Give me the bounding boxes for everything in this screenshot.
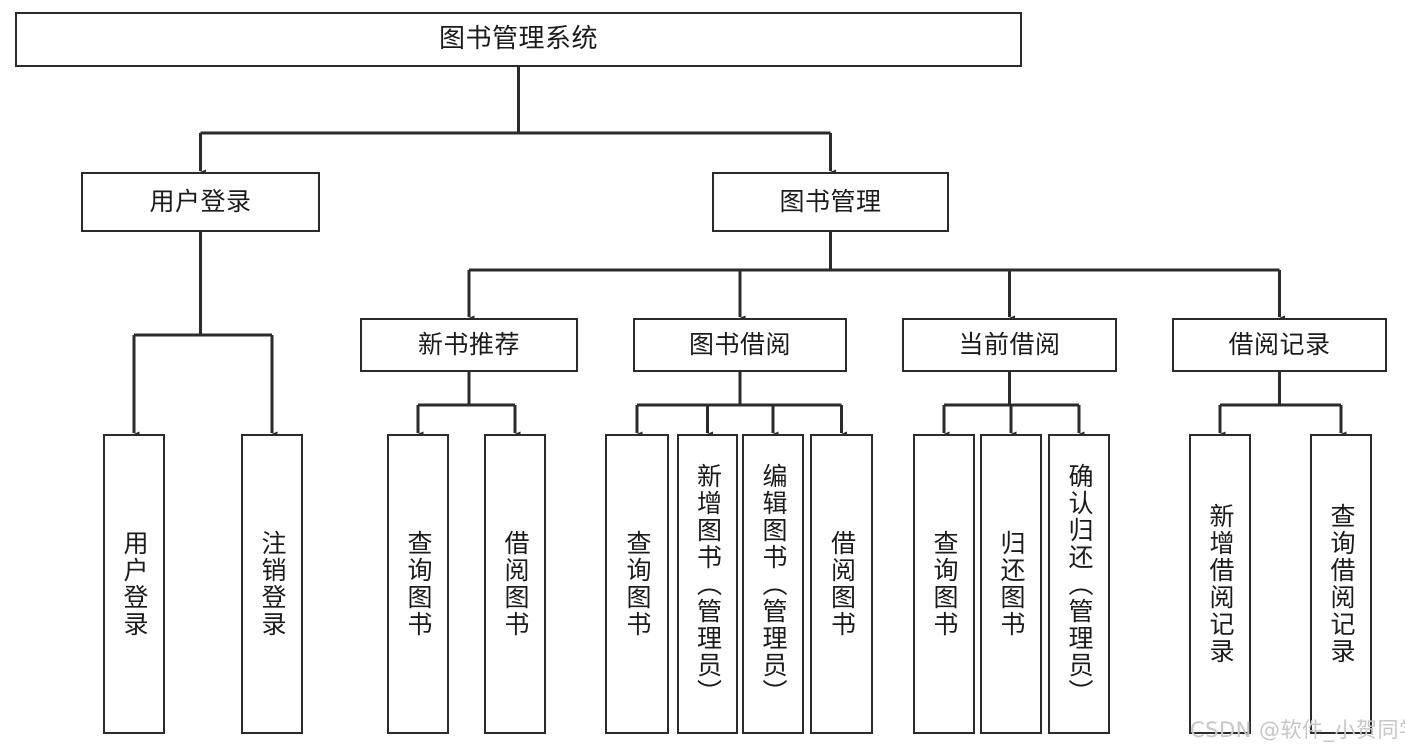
node-label: 查询图书 (930, 530, 959, 638)
node-label: 图书管理 (779, 187, 882, 216)
node-label: 用户登录 (120, 530, 149, 638)
node-label: 新增借阅记录 (1206, 503, 1235, 665)
node-label: 查询借阅记录 (1327, 503, 1356, 665)
node-leaf-cur-2[interactable]: 归还图书 (980, 434, 1042, 734)
node-bookmgmt[interactable]: 图书管理 (712, 172, 949, 232)
node-leaf-bor-3[interactable]: 编辑图书（管理员） (742, 434, 804, 734)
node-label: 借阅记录 (1228, 330, 1331, 359)
edge-group (128, 67, 1347, 441)
node-records[interactable]: 借阅记录 (1172, 318, 1387, 372)
node-leaf-bor-4[interactable]: 借阅图书 (810, 434, 873, 734)
node-label: 新书推荐 (417, 330, 520, 359)
node-leaf-rec-1[interactable]: 新增借阅记录 (1189, 434, 1251, 734)
node-leaf-login-1[interactable]: 用户登录 (103, 434, 165, 734)
node-newbook[interactable]: 新书推荐 (360, 318, 578, 372)
node-label: 用户登录 (149, 187, 252, 216)
node-label: 新增图书（管理员） (693, 462, 723, 706)
node-leaf-bor-1[interactable]: 查询图书 (605, 434, 669, 734)
node-leaf-new-2[interactable]: 借阅图书 (484, 434, 546, 734)
node-root[interactable]: 图书管理系统 (15, 12, 1022, 67)
node-leaf-new-1[interactable]: 查询图书 (387, 434, 449, 734)
node-current[interactable]: 当前借阅 (902, 318, 1117, 372)
node-leaf-cur-1[interactable]: 查询图书 (913, 434, 975, 734)
node-borrow[interactable]: 图书借阅 (633, 318, 847, 372)
node-label: 查询图书 (623, 530, 652, 638)
node-leaf-bor-2[interactable]: 新增图书（管理员） (677, 434, 738, 734)
node-leaf-login-2[interactable]: 注销登录 (241, 434, 303, 734)
node-label: 图书借阅 (688, 330, 791, 359)
node-label: 当前借阅 (958, 330, 1061, 359)
node-label: 图书管理系统 (438, 23, 598, 54)
node-label: 注销登录 (258, 530, 287, 638)
node-label: 确认归还（管理员） (1065, 462, 1094, 706)
node-login[interactable]: 用户登录 (81, 172, 320, 232)
node-leaf-rec-2[interactable]: 查询借阅记录 (1310, 434, 1372, 734)
node-label: 编辑图书（管理员） (759, 462, 788, 706)
node-leaf-cur-3[interactable]: 确认归还（管理员） (1048, 434, 1110, 734)
node-label: 借阅图书 (501, 530, 530, 638)
node-label: 归还图书 (997, 530, 1026, 638)
node-label: 查询图书 (404, 530, 433, 638)
node-label: 借阅图书 (827, 530, 857, 638)
